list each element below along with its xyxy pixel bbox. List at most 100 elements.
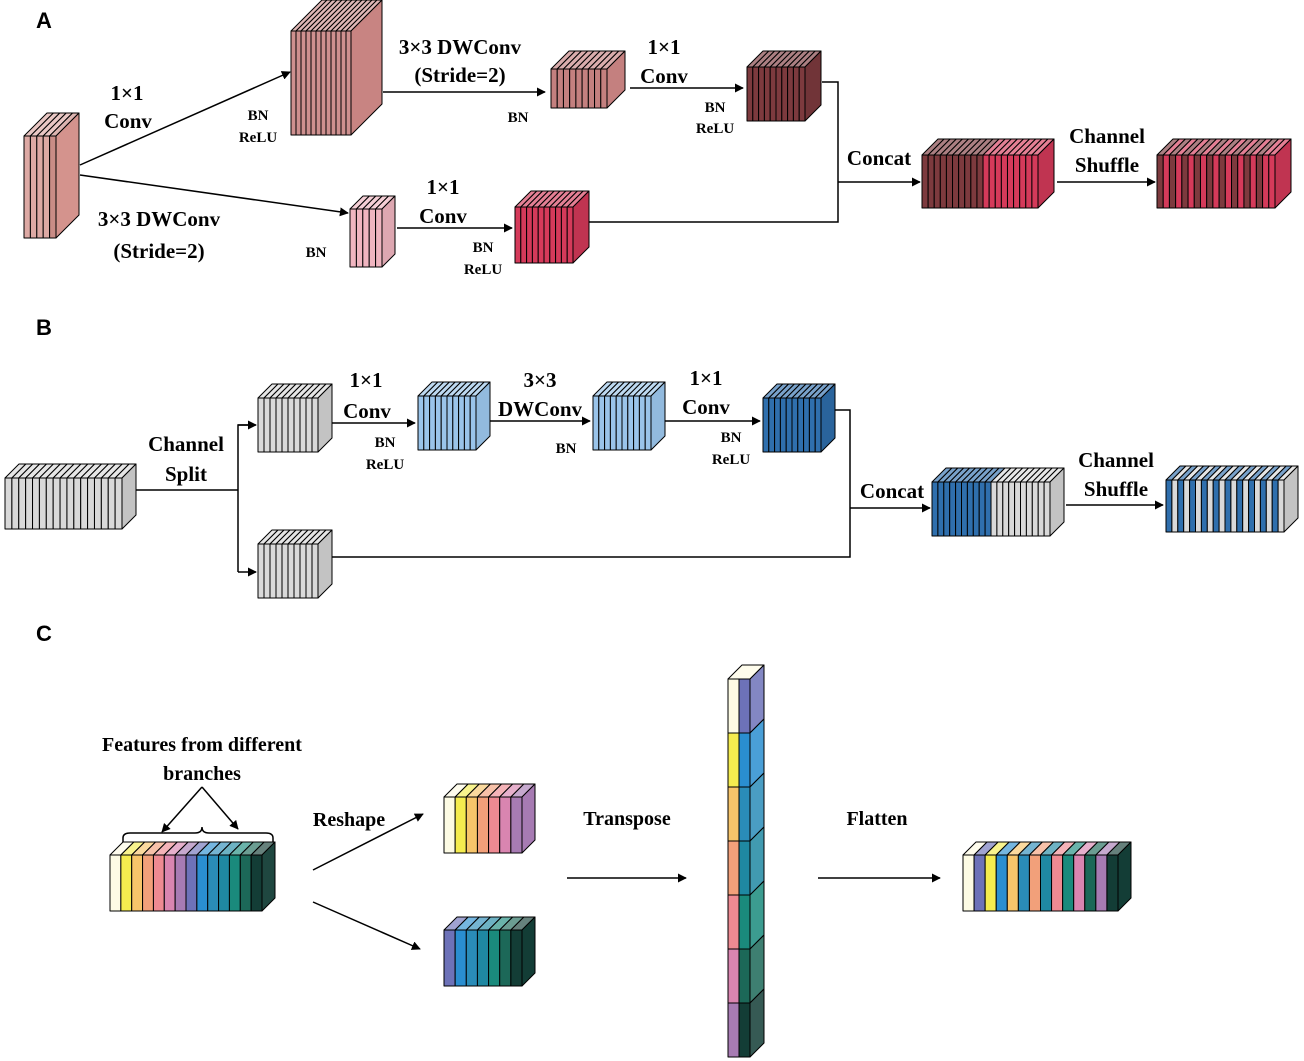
slice-front <box>803 397 810 453</box>
slice-front <box>368 208 377 268</box>
slice-front <box>300 30 307 136</box>
slice-front <box>287 397 295 453</box>
slice-front <box>1162 154 1170 209</box>
slice-front <box>434 395 442 451</box>
slice-front <box>994 154 1002 209</box>
slice-front <box>1268 154 1276 209</box>
slice-front <box>476 796 490 854</box>
slice-front <box>1259 479 1267 533</box>
slice-front <box>174 854 187 912</box>
slice-front <box>1028 854 1041 912</box>
slice-front <box>293 397 301 453</box>
bn-label: BN <box>556 441 577 457</box>
conv1-label: 1×1 <box>111 81 144 105</box>
features-label: Features from different <box>102 734 302 756</box>
slice-front <box>798 66 806 122</box>
arrow-reshape-lower <box>312 901 421 950</box>
slice-front <box>575 68 583 109</box>
slice-front <box>814 397 822 453</box>
pointer-right <box>201 786 239 830</box>
slice-front <box>305 543 313 599</box>
slice-front <box>1224 154 1233 209</box>
slice-front <box>207 854 220 912</box>
slice-front <box>66 477 75 530</box>
slice-front <box>269 397 277 453</box>
conv3-label: Conv <box>419 204 467 228</box>
dwconv-label: DWConv <box>498 397 583 421</box>
features-block <box>109 841 276 912</box>
slice-front <box>1265 479 1273 533</box>
slice-front <box>1200 479 1208 533</box>
slice-front <box>774 397 781 453</box>
dwconv-output-block <box>592 381 666 451</box>
slice-front <box>131 854 144 912</box>
slice-front <box>1165 479 1173 533</box>
slice-front <box>49 135 57 239</box>
slice-front <box>42 135 51 239</box>
slice-front <box>36 135 44 239</box>
side-face <box>521 783 536 854</box>
panel-a: A 1×1 Conv BN ReLU 3×3 DWConv (Stride=2)… <box>23 0 1292 278</box>
slice-front <box>560 206 568 264</box>
concat-output-block <box>921 138 1055 209</box>
slice-front <box>1255 154 1264 209</box>
dwconv2-label: (Stride=2) <box>113 239 204 263</box>
dwconv-label: (Stride=2) <box>414 63 505 87</box>
slice-front <box>463 395 471 451</box>
slice-front <box>520 206 528 264</box>
slice-front <box>555 206 562 264</box>
slice-front <box>1043 481 1051 537</box>
slice-front <box>1236 479 1244 533</box>
features-label: branches <box>163 763 241 785</box>
slice-front <box>73 477 82 530</box>
bn-relu-label: ReLU <box>696 121 734 137</box>
dw-branch-block <box>349 195 396 268</box>
slice-front <box>1199 154 1208 209</box>
slice-front <box>488 929 501 987</box>
slice-front <box>1106 854 1119 912</box>
concat-bracket <box>588 81 839 223</box>
slice-front <box>362 208 370 268</box>
conv2-label: Conv <box>640 64 688 88</box>
slice-front <box>1168 154 1177 209</box>
slice-front <box>1218 479 1226 533</box>
slice-front <box>163 854 176 912</box>
concat-bracket <box>330 409 851 558</box>
slice-front <box>933 154 941 209</box>
slice-front <box>32 477 40 530</box>
column-cell <box>727 732 740 788</box>
slice-front <box>100 477 109 530</box>
slice-front <box>549 206 557 264</box>
slice-front <box>465 929 478 987</box>
slice-front <box>120 854 133 912</box>
slice-front <box>52 477 61 530</box>
slice-front <box>4 477 13 530</box>
slice-front <box>320 30 327 136</box>
column-cell <box>727 894 740 950</box>
bn-relu-label: ReLU <box>366 457 404 473</box>
channel-shuffle-label: Channel <box>1078 448 1154 472</box>
slice-front <box>531 206 539 264</box>
slice-front <box>1095 854 1108 912</box>
slice-front <box>1008 481 1016 537</box>
slice-front <box>543 206 551 264</box>
slice-front <box>1031 154 1039 209</box>
slice-front <box>1218 154 1226 209</box>
panel-a-connectors <box>79 71 1156 233</box>
slice-front <box>1019 154 1027 209</box>
arrow-to-expanded-block <box>79 71 291 166</box>
slice-front <box>239 854 252 912</box>
slice-front <box>325 30 332 136</box>
slice-front <box>1006 854 1019 912</box>
slice-front <box>592 395 600 451</box>
slice-front <box>1037 481 1045 537</box>
slice-front <box>1040 854 1053 912</box>
slice-front <box>1212 479 1220 533</box>
slice-front <box>1195 479 1202 533</box>
slice-front <box>80 477 89 530</box>
side-face <box>521 916 536 987</box>
slice-front <box>1212 154 1220 209</box>
slice-front <box>454 929 467 987</box>
slice-front <box>752 66 760 122</box>
slice-front <box>966 481 974 537</box>
